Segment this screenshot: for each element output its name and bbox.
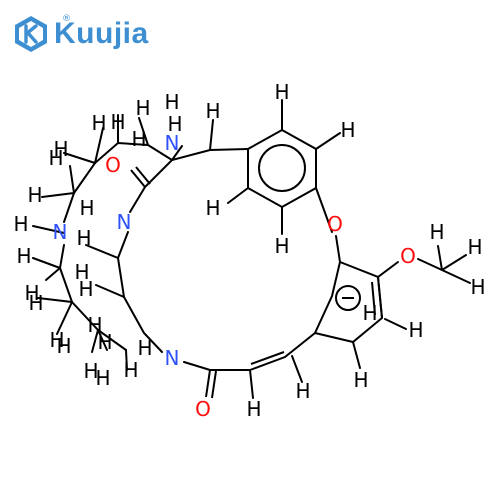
hydrogen-label: H [95,366,110,390]
hydrogen-label: H [429,220,444,244]
hydrogen-label: H [28,291,43,315]
hydrogen-label: H [467,235,482,259]
oxygen-methoxy: O [400,244,416,268]
hydrogen-label: H [135,96,150,120]
nitrogen-bottom: N [165,346,180,370]
hydrogen-label: H [353,368,368,392]
nitrogen-mid: N [117,210,132,234]
hydrogen-label: H [470,275,485,299]
hydrogen-label: H [78,277,93,301]
hydrogen-label: H [205,196,220,220]
oxygen-amide-top: O [105,153,121,177]
hexagon-k-icon [15,16,47,52]
hydrogen-label: H [274,234,289,258]
nitrogen-left: N [53,220,68,244]
hydrogen-label: H [13,212,28,236]
oxygen-amide-bottom: O [195,397,211,421]
hydrogen-label: H [295,379,310,403]
oxygen-ether: O [327,212,343,236]
hydrogen-label: H [362,301,377,325]
hydrogen-label: H [340,118,355,142]
hydrogen-label: H [76,226,91,250]
hydrogen-label: H [53,137,68,161]
hydrogen-label: H [74,260,89,284]
hydrogen-label: H [16,244,31,268]
hydrogen-label: H [167,112,182,136]
hydrogen-label: H [123,358,138,382]
logo-text: Kuujia [54,17,149,50]
registered-mark: ® [62,14,71,24]
nitrogen-top: N [165,131,180,155]
hydrogen-label: H [246,397,261,421]
hydrogen-label: H [91,111,106,135]
hydrogen-label: H [205,99,220,123]
double-bonds [130,144,383,399]
hydrogen-label: H [97,330,112,354]
kuujia-logo: Kuujia ® [12,12,149,56]
hydrogen-label: H [79,196,94,220]
hydrogen-label: H [83,359,98,383]
hydrogen-label: H [408,318,423,342]
hydrogen-label: H [137,336,152,360]
hydrogen-label: H [56,334,71,358]
hydrogen-label: H [48,146,63,170]
hydrogen-labels: H H H H H H H H H H H H H H H H H H H H … [13,80,485,421]
hydrogen-label: H [87,313,102,337]
hydrogen-label: H [27,183,42,207]
hydrogen-label: H [164,90,179,114]
hydrogen-label: H [110,110,125,134]
hydrogen-label: H [274,80,289,104]
hydrogen-label: H [49,328,64,352]
hydrogen-label: H [24,281,39,305]
hydrogen-label: H [131,127,146,151]
bond-lines [32,99,471,399]
